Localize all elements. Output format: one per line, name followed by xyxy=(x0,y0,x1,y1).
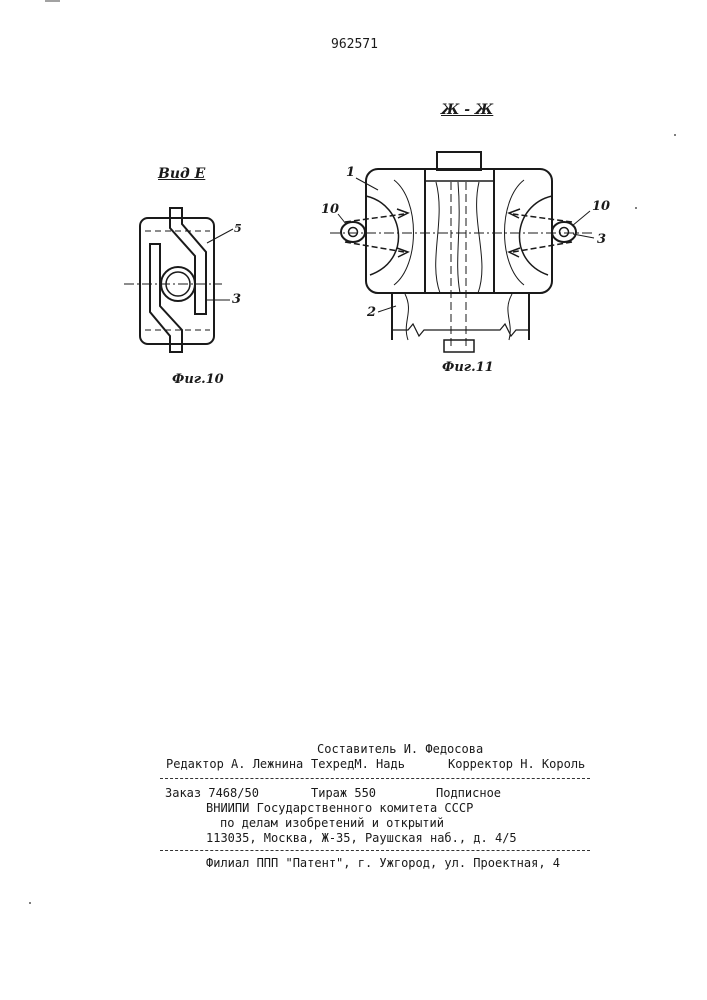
organization-line-2: по делам изобретений и открытий xyxy=(220,816,444,830)
circulation: Тираж 550 xyxy=(311,786,376,800)
techred-line: ТехредМ. Надь xyxy=(311,757,405,771)
order-number: Заказ 7468/50 xyxy=(165,786,259,800)
figure-10-drawing xyxy=(124,208,233,352)
corrector-line: Корректор Н. Король xyxy=(448,757,585,771)
organization-address: 113035, Москва, Ж-35, Раушская наб., д. … xyxy=(206,831,517,845)
divider-bottom xyxy=(160,850,590,851)
editor-line: Редактор А. Лежнина xyxy=(166,757,303,771)
compiler-line: Составитель И. Федосова xyxy=(317,742,483,756)
divider-top xyxy=(160,778,590,779)
figure-11-drawing xyxy=(330,152,594,352)
subscription-label: Подписное xyxy=(436,786,501,800)
branch-line: Филиал ППП "Патент", г. Ужгород, ул. Про… xyxy=(206,856,560,870)
organization-line-1: ВНИИПИ Государственного комитета СССР xyxy=(206,801,473,815)
